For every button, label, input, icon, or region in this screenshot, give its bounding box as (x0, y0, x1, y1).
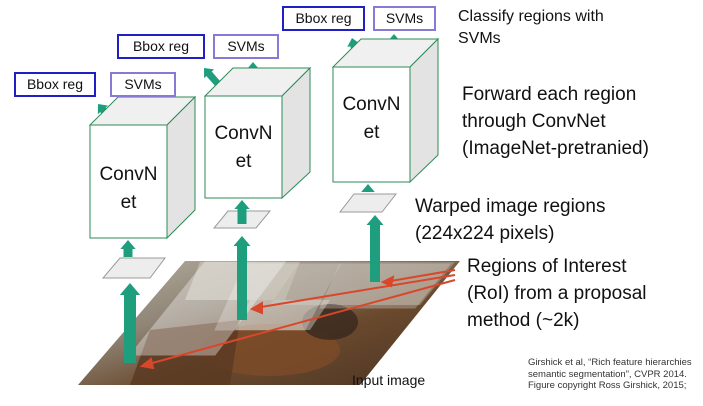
convnet-label-1-line1: ConvN (99, 164, 158, 185)
convnet-cube-1 (88, 95, 197, 240)
annotation-roi-line1: Regions of Interest (467, 256, 627, 277)
citation-line3: Figure copyright Ross Girshick, 2015; (528, 380, 687, 391)
roi-pointer-lines (139, 269, 456, 370)
input-image (78, 261, 460, 385)
convnet-label-2-line1: ConvN (214, 123, 273, 144)
annotation-warped-line1: Warped image regions (415, 196, 606, 217)
svms-box-3: SVMs (373, 6, 436, 31)
arrow-input-to-warped-2 (233, 236, 251, 320)
convnet-label-1-line2: et (120, 192, 137, 213)
bbox-reg-box-1: Bbox reg (14, 72, 96, 97)
arrow-warped-to-convnet-2 (234, 200, 250, 224)
citation-line2: semantic segmentation”, CVPR 2014. (528, 368, 687, 380)
input-image-label: Input image (352, 372, 426, 388)
svms-box-1: SVMs (110, 72, 176, 97)
annotation-roi: Regions of Interest (RoI) from a proposa… (467, 253, 647, 334)
convnet-label-2: ConvN et (205, 120, 282, 176)
arrow-warped-to-convnet-1 (120, 240, 136, 257)
arrow-input-to-warped-1 (119, 283, 141, 363)
annotation-warped-line2: (224x224 pixels) (415, 223, 555, 244)
citation-line1: Girshick et al, “Rich feature hierarchie… (528, 357, 692, 368)
arrow-warped-to-convnet-3 (361, 184, 375, 192)
bbox-reg-box-3: Bbox reg (282, 6, 365, 31)
warped-region-3 (338, 193, 398, 213)
annotation-roi-line3: method (~2k) (467, 310, 580, 331)
annotation-forward-line2: through ConvNet (462, 111, 606, 132)
annotation-classify-line1: Classify regions with (458, 8, 604, 25)
annotation-classify: Classify regions with SVMs (458, 6, 604, 50)
annotation-forward-line1: Forward each region (462, 84, 637, 105)
annotation-roi-line2: (RoI) from a proposal (467, 283, 647, 304)
warped-regions (101, 193, 398, 279)
convnet-cube-2 (203, 66, 312, 200)
convnet-label-2-line2: et (235, 151, 252, 172)
citation: Girshick et al, “Rich feature hierarchie… (528, 357, 703, 392)
annotation-forward: Forward each region through ConvNet (Ima… (462, 81, 649, 162)
bbox-reg-box-2: Bbox reg (117, 34, 205, 59)
annotation-forward-line3: (ImageNet-pretranied) (462, 138, 649, 159)
warped-region-1 (101, 257, 166, 279)
arrow-input-to-warped-3 (366, 215, 384, 282)
annotation-classify-line2: SVMs (458, 30, 501, 47)
convnet-label-3-line1: ConvN (342, 94, 401, 115)
convnet-label-3: ConvN et (333, 91, 410, 147)
annotation-warped: Warped image regions (224x224 pixels) (415, 193, 605, 247)
convnet-cube-3 (331, 37, 440, 184)
convnet-label-1: ConvN et (90, 161, 167, 217)
svms-box-2: SVMs (213, 34, 279, 59)
convnet-label-3-line2: et (363, 122, 380, 143)
